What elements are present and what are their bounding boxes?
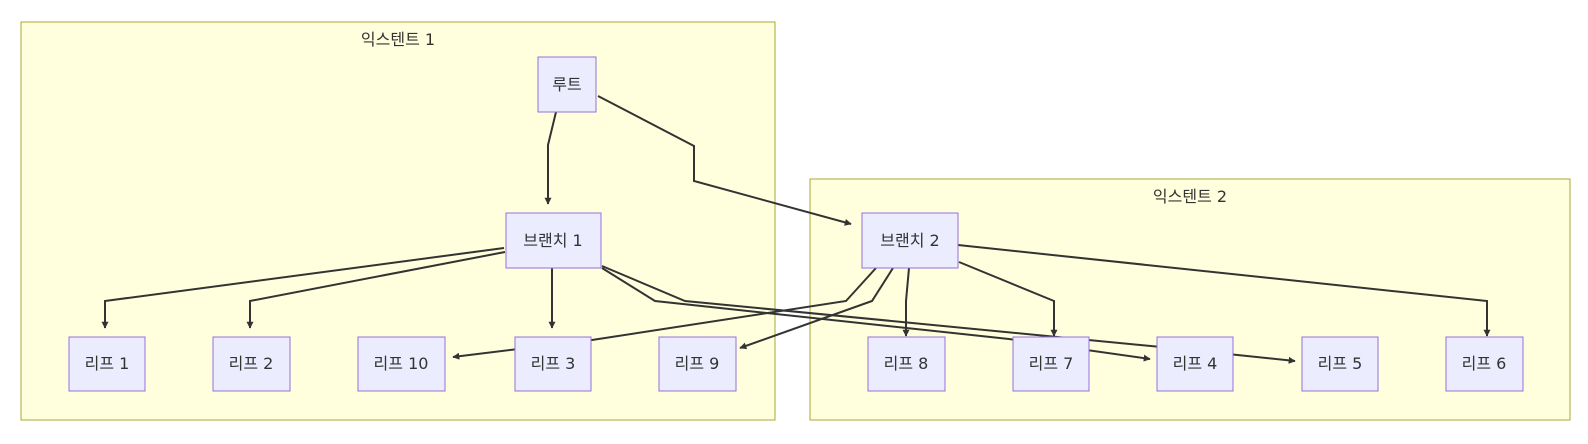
node-leaf5-label: 리프 5: [1318, 354, 1363, 373]
node-leaf6-box: [1445, 336, 1524, 392]
node-leaf8-box: [867, 336, 946, 392]
node-branch1-label: 브랜치 1: [523, 231, 582, 250]
node-leaf3-label: 리프 3: [531, 354, 576, 373]
node-root: 루트: [537, 56, 597, 113]
edge-branch2-leaf6: [957, 244, 1491, 337]
node-leaf4-box: [1156, 336, 1234, 392]
edge-branch2-leaf9: [739, 267, 894, 350]
edge-branch2-leaf7: [958, 261, 1058, 337]
node-branch2: 브랜치 2: [861, 212, 959, 269]
node-leaf5-box: [1301, 336, 1379, 392]
node-leaf2-label: 리프 2: [229, 354, 274, 373]
node-leaf4-label: 리프 4: [1173, 354, 1218, 373]
cluster-extent-1-label: 익스텐트 1: [361, 30, 435, 49]
edges: [101, 95, 1491, 364]
node-leaf7-box: [1012, 336, 1090, 392]
edge-branch1-leaf1: [101, 247, 505, 329]
node-leaf3: 리프 3: [514, 336, 592, 392]
node-leaf10: 리프 10: [357, 336, 446, 392]
node-leaf8-label: 리프 8: [884, 354, 929, 373]
node-leaf4: 리프 4: [1156, 336, 1234, 392]
node-branch2-box: [861, 212, 959, 269]
node-leaf5: 리프 5: [1301, 336, 1379, 392]
node-leaf1: 리프 1: [68, 336, 146, 392]
node-branch1-box: [505, 212, 602, 269]
node-leaf10-label: 리프 10: [374, 354, 429, 373]
node-leaf8: 리프 8: [867, 336, 946, 392]
node-leaf9: 리프 9: [658, 336, 737, 392]
edge-branch1-leaf2: [246, 251, 506, 329]
cluster-extent-2-label: 익스텐트 2: [1153, 187, 1227, 206]
node-leaf9-box: [658, 336, 737, 392]
node-leaf3-box: [514, 336, 592, 392]
node-leaf2-box: [212, 336, 291, 392]
node-branch1: 브랜치 1: [505, 212, 602, 269]
node-root-label: 루트: [552, 75, 581, 94]
edge-root-branch2: [597, 95, 852, 226]
node-leaf7: 리프 7: [1012, 336, 1090, 392]
node-leaf9-label: 리프 9: [675, 354, 720, 373]
node-leaf10-box: [357, 336, 446, 392]
edge-root-branch1: [544, 111, 557, 205]
node-leaf2: 리프 2: [212, 336, 291, 392]
edge-branch2-leaf8: [902, 267, 910, 337]
node-branch2-label: 브랜치 2: [880, 231, 939, 250]
node-leaf1-label: 리프 1: [85, 354, 130, 373]
node-leaf6: 리프 6: [1445, 336, 1524, 392]
node-leaf6-label: 리프 6: [1462, 354, 1507, 373]
node-root-box: [537, 56, 597, 113]
node-leaf7-label: 리프 7: [1029, 354, 1074, 373]
node-leaf1-box: [68, 336, 146, 392]
